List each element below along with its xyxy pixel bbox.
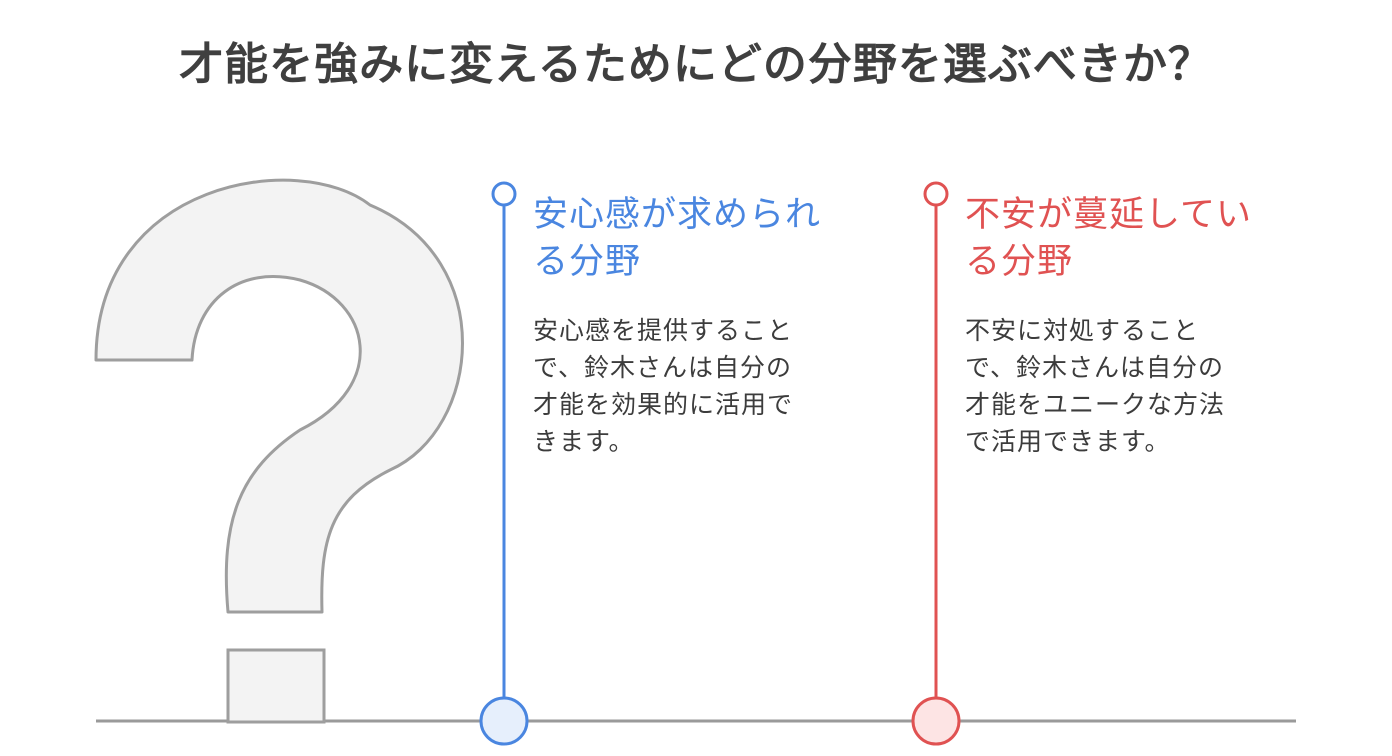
option-2-description: 不安に対処すること で、鈴木さんは自分の 才能をユニークな方法 で活用できます。 (965, 316, 1226, 456)
option-2-heading: 不安が蔓延してい る分野 (965, 195, 1252, 282)
option-1-top-marker (491, 181, 517, 207)
option-1-timeline (479, 181, 529, 746)
page-title: 才能を強みに変えるためにどの分野を選ぶべきか？ (179, 39, 1213, 90)
option-1-description: 安心感を提供すること で、鈴木さんは自分の 才能を効果的に活用で きます。 (533, 316, 794, 456)
option-2-timeline (911, 181, 961, 746)
option-1-heading: 安心感が求められ る分野 (533, 195, 822, 282)
option-2-bottom-marker (911, 696, 961, 746)
option-2-top-marker (923, 181, 949, 207)
option-1-bottom-marker (479, 696, 529, 746)
question-mark-icon (94, 178, 464, 724)
